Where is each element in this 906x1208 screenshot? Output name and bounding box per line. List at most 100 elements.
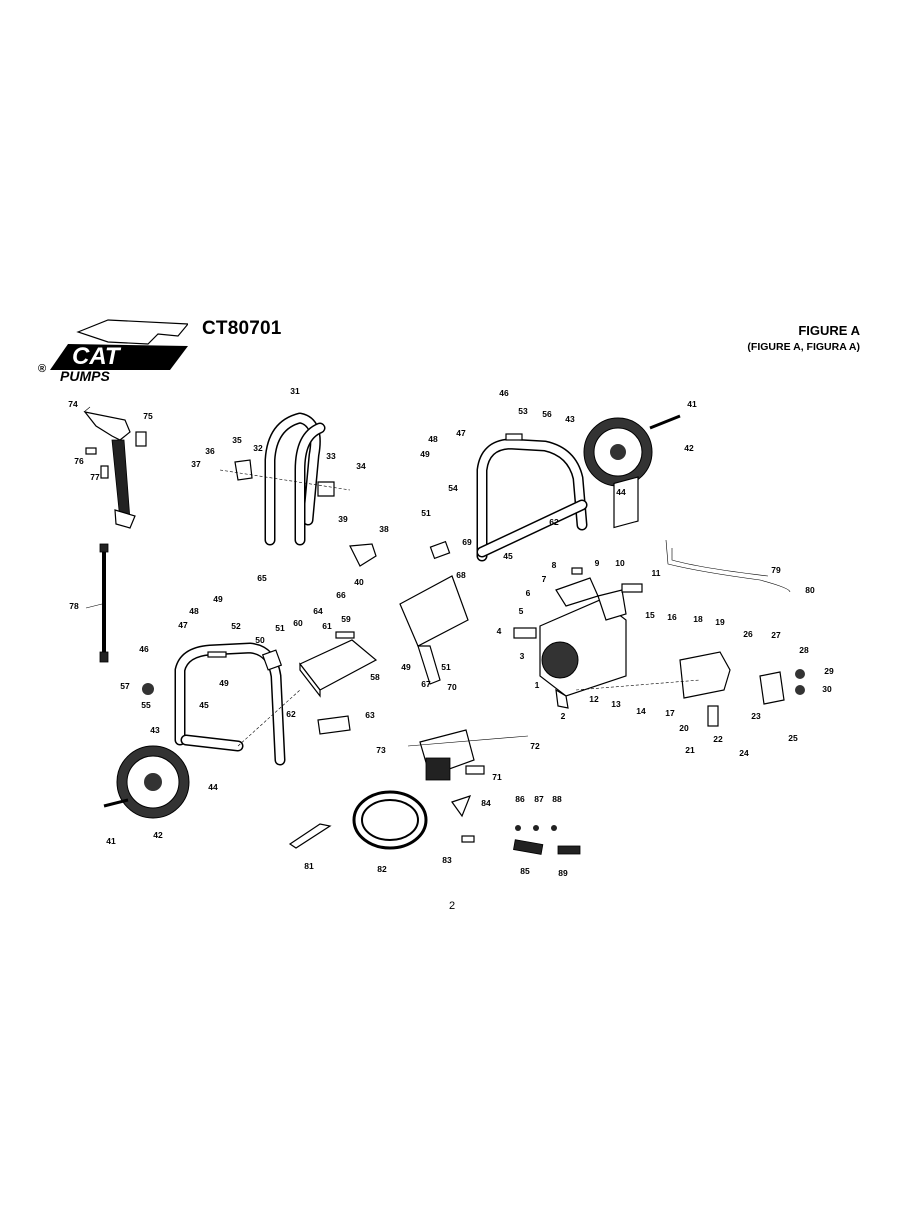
part-callout-41: 41 [687,399,697,409]
part-callout-82: 82 [377,864,387,874]
model-number: CT80701 [202,318,282,339]
part-callout-33: 33 [326,451,336,461]
part-callout-72: 72 [530,741,540,751]
part-callout-78: 78 [69,601,79,611]
part-callout-47: 47 [178,620,188,630]
part-callout-19: 19 [715,617,725,627]
wheel-right [583,414,681,487]
part-callout-84: 84 [481,798,491,808]
detergent-tank [407,729,529,781]
part-callout-71: 71 [492,772,502,782]
part-callout-83: 83 [442,855,452,865]
part-callout-29: 29 [824,666,834,676]
part-callout-70: 70 [447,682,457,692]
page-number: 2 [449,900,456,912]
part-callout-2: 2 [561,711,566,721]
part-callout-48: 48 [189,606,199,616]
wheel-left [103,745,190,819]
part-callout-42: 42 [684,443,694,453]
part-callout-51: 51 [275,623,285,633]
rear-frame [476,433,588,562]
part-callout-30: 30 [822,684,832,694]
part-callout-34: 34 [356,461,366,471]
cat-pumps-logo: CAT PUMPS ® [38,319,188,384]
part-callout-46: 46 [499,388,509,398]
part-callout-55: 55 [141,700,151,710]
spray-gun [83,406,147,529]
part-callout-42: 42 [153,830,163,840]
part-callout-76: 76 [74,456,84,466]
part-callout-56: 56 [542,409,552,419]
svg-text:®: ® [38,363,46,375]
part-callout-40: 40 [354,577,364,587]
part-callout-32: 32 [253,443,263,453]
part-callout-16: 16 [667,612,677,622]
part-callout-62: 62 [286,709,296,719]
engine [513,567,643,709]
part-callout-54: 54 [448,483,458,493]
part-callout-13: 13 [611,699,621,709]
part-callout-8: 8 [552,560,557,570]
part-callout-49: 49 [219,678,229,688]
part-callout-11: 11 [652,568,661,578]
part-callout-57: 57 [120,681,130,691]
part-callout-64: 64 [313,606,323,616]
part-callout-77: 77 [90,472,100,482]
part-callout-51: 51 [421,508,431,518]
part-callout-52: 52 [231,621,241,631]
accessories [288,790,581,855]
part-callout-43: 43 [565,414,575,424]
part-callout-75: 75 [143,411,153,421]
part-callout-35: 35 [232,435,242,445]
part-callout-60: 60 [293,618,303,628]
part-callout-20: 20 [679,723,689,733]
part-callout-17: 17 [665,708,675,718]
pump [575,476,805,727]
part-callout-87: 87 [534,794,544,804]
part-callout-3: 3 [520,651,525,661]
part-callout-45: 45 [503,551,513,561]
part-callout-39: 39 [338,514,348,524]
part-callout-79: 79 [771,565,781,575]
spray-wand [85,543,109,663]
part-callout-44: 44 [208,782,218,792]
part-callout-37: 37 [191,459,201,469]
part-callout-46: 46 [139,644,149,654]
part-callout-88: 88 [552,794,562,804]
part-callout-9: 9 [595,558,600,568]
part-callout-45: 45 [199,700,209,710]
part-callout-47: 47 [456,428,466,438]
part-callout-22: 22 [713,734,723,744]
part-callout-10: 10 [615,558,625,568]
part-callout-61: 61 [322,621,332,631]
part-callout-44: 44 [616,487,626,497]
part-callout-89: 89 [558,868,568,878]
part-callout-1: 1 [535,680,540,690]
part-callout-50: 50 [255,635,265,645]
part-callout-14: 14 [636,706,646,716]
part-callout-24: 24 [739,748,749,758]
part-callout-62: 62 [549,517,559,527]
part-callout-38: 38 [379,524,389,534]
part-callout-43: 43 [150,725,160,735]
part-callout-12: 12 [589,694,599,704]
part-callout-49: 49 [401,662,411,672]
part-callout-86: 86 [515,794,525,804]
part-callout-6: 6 [526,588,531,598]
part-callout-26: 26 [743,629,753,639]
part-callout-5: 5 [519,606,524,616]
part-callout-53: 53 [518,406,528,416]
part-callout-85: 85 [520,866,530,876]
part-callout-80: 80 [805,585,815,595]
front-frame [142,642,301,766]
part-callout-31: 31 [290,386,300,396]
part-callout-74: 74 [68,399,78,409]
part-callout-59: 59 [341,614,351,624]
part-callout-41: 41 [106,836,116,846]
engine-base-plate [299,631,378,735]
part-callout-18: 18 [693,614,703,624]
part-callout-7: 7 [542,574,547,584]
